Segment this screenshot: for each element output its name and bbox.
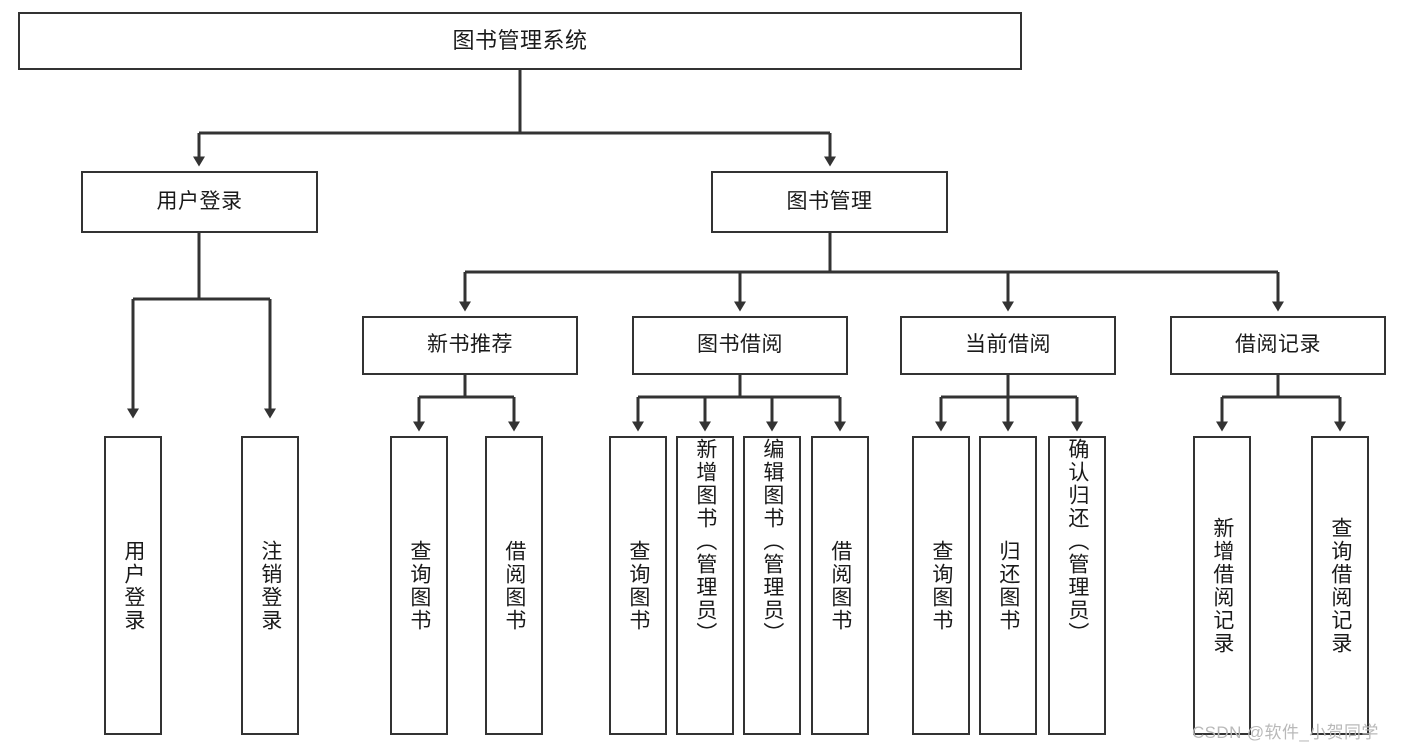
node-label: 新增借阅记录 — [1210, 516, 1234, 655]
node-current-borrow[interactable]: 当前借阅 — [900, 316, 1116, 375]
node-label: 新书推荐 — [427, 333, 513, 357]
node-label: 借阅图书 — [828, 539, 852, 632]
node-label: 图书借阅 — [697, 333, 783, 357]
leaf-confirm-return-admin[interactable]: 确认归还（管理员） — [1048, 436, 1106, 735]
leaf-return-book[interactable]: 归还图书 — [979, 436, 1037, 735]
node-label: 当前借阅 — [965, 333, 1051, 357]
node-borrow-records[interactable]: 借阅记录 — [1170, 316, 1386, 375]
watermark-text: CSDN @软件_小贺同学 — [1192, 723, 1379, 742]
node-label: 用户登录 — [156, 189, 243, 213]
leaf-edit-book-admin[interactable]: 编辑图书（管理员） — [743, 436, 801, 735]
leaf-user-login[interactable]: 用户登录 — [104, 436, 162, 735]
node-new-book-recommend[interactable]: 新书推荐 — [362, 316, 578, 375]
leaf-borrow-book[interactable]: 借阅图书 — [811, 436, 869, 735]
leaf-add-book-admin[interactable]: 新增图书（管理员） — [676, 436, 734, 735]
leaf-logout[interactable]: 注销登录 — [241, 436, 299, 735]
node-label: 查询图书 — [929, 539, 953, 632]
node-book-management[interactable]: 图书管理 — [711, 171, 948, 233]
leaf-query-borrow-record[interactable]: 查询借阅记录 — [1311, 436, 1369, 735]
node-label: 借阅记录 — [1235, 333, 1321, 357]
node-label: 查询借阅记录 — [1328, 516, 1352, 655]
leaf-borrow-book-recommend[interactable]: 借阅图书 — [485, 436, 543, 735]
node-book-borrow[interactable]: 图书借阅 — [632, 316, 848, 375]
node-user-login[interactable]: 用户登录 — [81, 171, 318, 233]
leaf-query-book-current[interactable]: 查询图书 — [912, 436, 970, 735]
node-label: 借阅图书 — [502, 539, 526, 632]
node-label: 编辑图书（管理员） — [760, 438, 784, 645]
leaf-query-book-borrow[interactable]: 查询图书 — [609, 436, 667, 735]
node-label: 用户登录 — [121, 539, 145, 632]
node-label: 图书管理系统 — [452, 28, 588, 54]
leaf-add-borrow-record[interactable]: 新增借阅记录 — [1193, 436, 1251, 735]
node-label: 注销登录 — [258, 539, 282, 632]
node-label: 确认归还（管理员） — [1065, 438, 1089, 645]
node-label: 图书管理 — [786, 189, 873, 213]
node-label: 查询图书 — [626, 539, 650, 632]
leaf-query-book-recommend[interactable]: 查询图书 — [390, 436, 448, 735]
node-label: 查询图书 — [407, 539, 431, 632]
node-label: 新增图书（管理员） — [693, 438, 717, 645]
node-label: 归还图书 — [996, 539, 1020, 632]
node-root-book-management-system[interactable]: 图书管理系统 — [18, 12, 1022, 70]
